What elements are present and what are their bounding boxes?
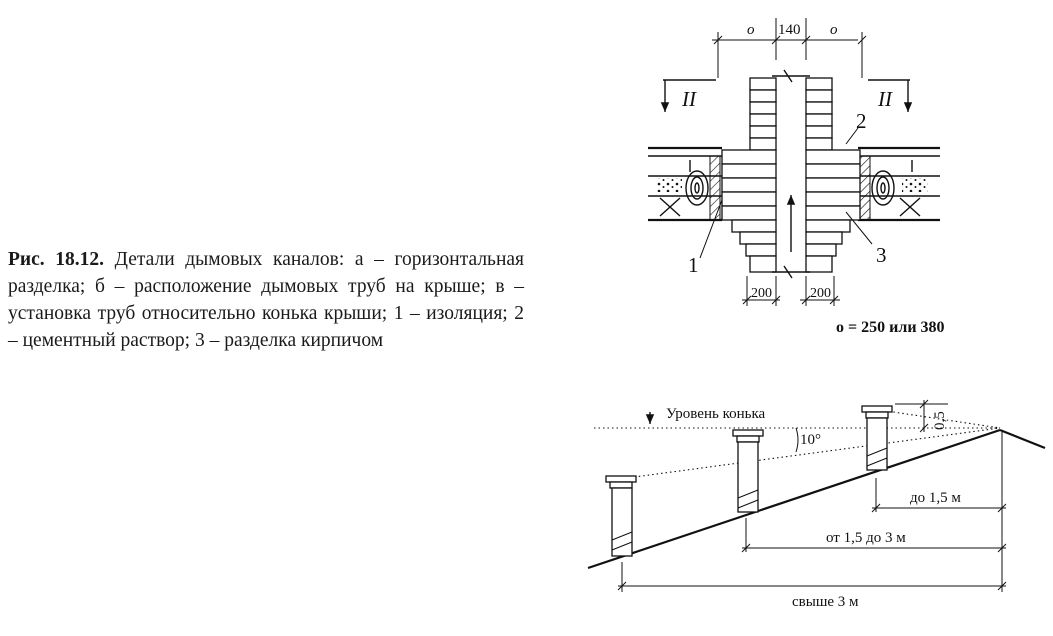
offset-note: о = 250 или 380 <box>836 319 945 336</box>
dim-bottom-left: 200 <box>751 286 772 301</box>
section-marker-right <box>868 79 913 112</box>
ceiling-layers-right <box>858 146 940 222</box>
caption-text: Детали дымовых каналов: а – горизонтальн… <box>8 249 525 351</box>
break-line-bottom <box>772 265 810 279</box>
angle-arc <box>795 427 799 453</box>
height-label: 0,5 <box>932 411 948 430</box>
figure-number: Рис. 18.12. <box>8 249 105 270</box>
callout-1: 1 <box>688 253 699 277</box>
chimney-pipe-3 <box>861 405 893 471</box>
distance-dimensions <box>617 432 1007 592</box>
dim-offset-left: о <box>747 22 755 38</box>
chimney-pipe-1 <box>605 475 637 557</box>
leader-mortar <box>845 127 859 145</box>
chimney-wall-left <box>721 77 777 273</box>
chimney-pipe-2 <box>732 429 764 513</box>
angle-label: 10° <box>800 432 821 448</box>
section-marker-left <box>660 79 716 112</box>
top-dimension-chain <box>712 18 867 78</box>
break-line-top <box>772 69 810 83</box>
distance-label-3: свыше 3 м <box>792 594 859 610</box>
half-meter-dimension <box>895 399 948 433</box>
distance-label-1: до 1,5 м <box>910 490 961 506</box>
bottom-dimensions <box>742 276 840 306</box>
leader-insulation <box>699 199 723 259</box>
dim-offset-right: о <box>830 22 838 38</box>
dim-bottom-right: 200 <box>810 286 831 301</box>
distance-label-2: от 1,5 до 3 м <box>826 530 906 546</box>
figure-caption: Рис. 18.12. Детали дымовых каналов: а – … <box>8 246 524 354</box>
chimney-wall-right <box>805 77 861 273</box>
section-label-right: II <box>877 87 893 111</box>
leader-brick <box>845 211 873 245</box>
roof-slope <box>587 428 1001 570</box>
roof-ridge-drawing: Уровень конька 10° 0,5 до 1,5 м от 1,5 д… <box>587 399 1046 610</box>
section-label-left: II <box>681 87 697 111</box>
roof-slope-back <box>999 428 1046 450</box>
callout-2: 2 <box>856 109 867 133</box>
ridge-level-label: Уровень конька <box>666 406 766 422</box>
horizontal-section-drawing: о 140 о II II 1 2 3 200 200 о = 250 или … <box>648 18 945 336</box>
dim-channel-width: 140 <box>778 22 801 38</box>
ceiling-layers-left <box>648 146 722 222</box>
callout-3: 3 <box>876 243 887 267</box>
